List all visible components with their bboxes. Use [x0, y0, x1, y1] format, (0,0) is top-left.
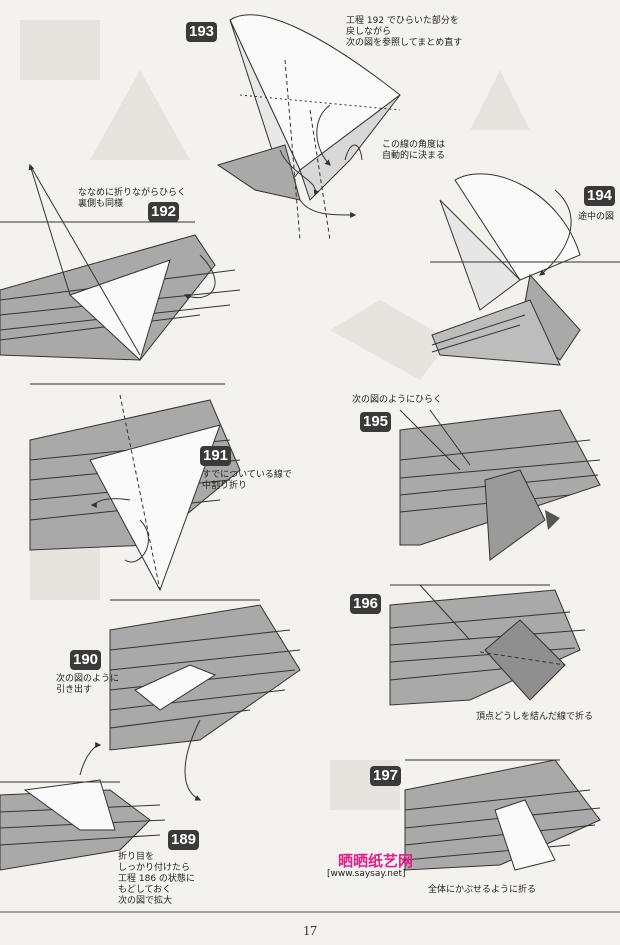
step-195-instruction: 次の図のようにひらく [352, 395, 443, 405]
step-191-diagram [29, 383, 241, 592]
step-193-angle-note: この線の角度は 自動的に決まる [382, 140, 446, 161]
step-195-number: 195 [360, 412, 392, 432]
step-192-diagram [0, 163, 241, 361]
step-190-diagram [79, 599, 301, 801]
step-189-instruction: 折り目を しっかり付けたら 工程 186 の状態に もどしておく 次の図で拡大 [118, 852, 195, 906]
step-189-diagram [0, 779, 166, 871]
step-193-instruction: 工程 192 でひらいた部分を 戻しながら 次の図を参照してまとめ直す [346, 16, 463, 48]
step-189-number: 189 [168, 830, 200, 850]
step-191-instruction: すでについている線で 中割り折り [202, 470, 292, 491]
step-196-instruction: 頂点どうしを結んだ線で折る [476, 712, 594, 722]
step-196-number: 196 [350, 594, 382, 614]
page-number: 17 [303, 924, 317, 939]
step-197-diagram [404, 759, 601, 871]
step-191-number: 191 [200, 446, 232, 466]
step-190-number: 190 [70, 650, 102, 670]
step-194-diagram [430, 173, 620, 366]
watermark-brand: 晒晒纸艺网 [338, 852, 414, 870]
step-197-number: 197 [370, 766, 402, 786]
step-190-instruction: 次の図のように 引き出す [56, 674, 120, 695]
step-193-diagram [216, 14, 401, 241]
step-197-instruction: 全体にかぶせるように折る [428, 885, 537, 895]
watermark-url: [www.saysay.net] [327, 869, 406, 879]
step-195-diagram [399, 409, 601, 561]
step-193-number: 193 [186, 22, 218, 42]
step-194-number: 194 [584, 186, 616, 206]
step-196-diagram [389, 584, 586, 706]
step-192-instruction: ななめに折りながらひらく 裏側も同様 [78, 188, 187, 209]
step-194-instruction: 途中の図 [578, 212, 615, 222]
step-192-number: 192 [148, 202, 180, 222]
